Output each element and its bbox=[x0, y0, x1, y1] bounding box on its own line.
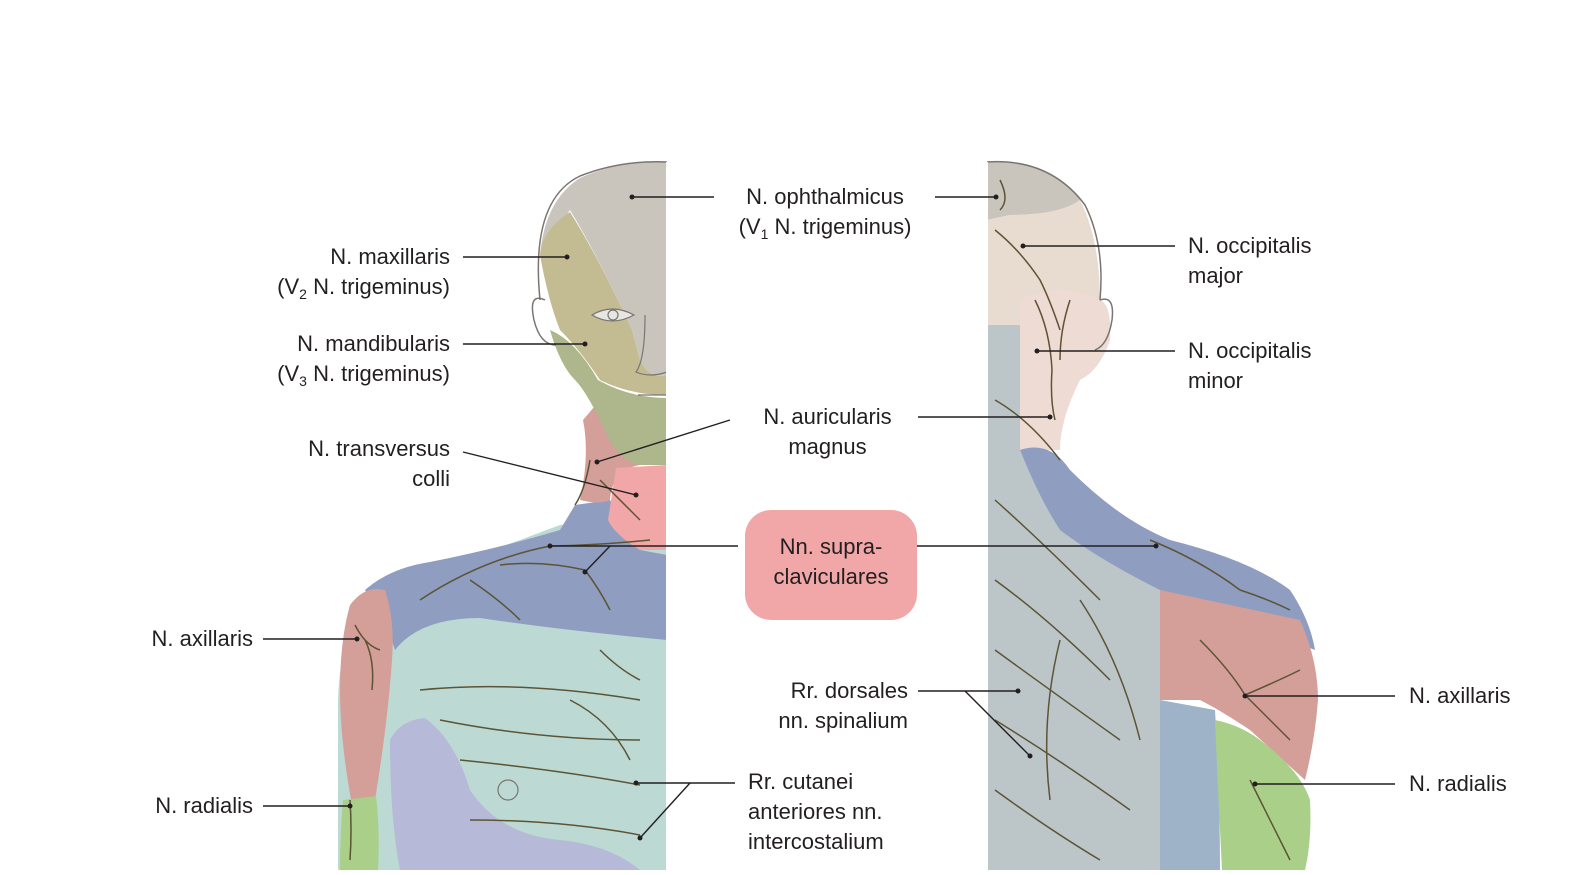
label-supra-line1: Nn. supra- bbox=[779, 534, 883, 559]
leader-cutanei-2 bbox=[639, 782, 691, 839]
label-auricularis-line2: magnus bbox=[788, 434, 867, 459]
label-dorsales: Rr. dorsales nn. spinalium bbox=[708, 676, 908, 736]
front-neck-pink-region bbox=[608, 465, 667, 550]
back-view bbox=[986, 160, 1318, 870]
label-cutanei-line1: Rr. cutanei bbox=[748, 769, 854, 794]
back-supraclavicular-region bbox=[1020, 447, 1315, 650]
front-head-outline bbox=[537, 161, 668, 301]
label-maxillaris-line2: (V2 N. trigeminus) bbox=[200, 272, 450, 309]
back-head-outline bbox=[986, 160, 1102, 301]
label-occ-major-line2: major bbox=[1188, 263, 1244, 288]
label-maxillaris-post: N. trigeminus) bbox=[306, 274, 450, 299]
front-ophthalmicus-region bbox=[540, 161, 667, 376]
label-occ-major-line1: N. occipitalis bbox=[1188, 233, 1312, 258]
label-maxillaris-pre: (V bbox=[277, 274, 300, 299]
front-arm-lilac-region bbox=[390, 718, 640, 870]
leader-dorsales-2 bbox=[964, 690, 1031, 757]
label-mandibularis-line1: N. mandibularis bbox=[297, 331, 450, 356]
label-ophthalmicus-line1: N. ophthalmicus bbox=[746, 184, 904, 209]
label-occ-minor-line2: minor bbox=[1188, 368, 1244, 393]
label-axillaris-left: N. axillaris bbox=[60, 624, 253, 654]
label-ophthalmicus-pre: (V bbox=[738, 214, 761, 239]
front-mandibularis-region bbox=[550, 330, 667, 465]
front-axillaris-region bbox=[340, 589, 393, 805]
label-supra-line2: claviculares bbox=[773, 564, 889, 589]
label-mandibularis-sub: 3 bbox=[299, 373, 307, 389]
label-transversus-colli: N. transversus colli bbox=[200, 434, 450, 494]
label-cutanei-line3: intercostalium bbox=[748, 829, 884, 854]
front-nipple bbox=[497, 779, 519, 801]
front-ear bbox=[531, 297, 557, 346]
label-maxillaris-sub: 2 bbox=[299, 286, 307, 302]
leader-lines bbox=[263, 196, 1395, 839]
front-view bbox=[338, 161, 668, 870]
supraclaviculares-highlight-box bbox=[745, 510, 917, 620]
label-radialis-right-text: N. radialis bbox=[1409, 771, 1507, 796]
label-cutanei: Rr. cutanei anteriores nn. intercostaliu… bbox=[748, 767, 948, 857]
front-nose bbox=[635, 314, 668, 376]
leader-auricularis-front bbox=[596, 419, 731, 463]
label-ophthalmicus-sub: 1 bbox=[760, 226, 769, 242]
label-axillaris-right: N. axillaris bbox=[1409, 681, 1569, 711]
label-occipitalis-minor: N. occipitalis minor bbox=[1188, 336, 1388, 396]
label-mandibularis-post: N. trigeminus) bbox=[306, 361, 450, 386]
front-supraclavicular-region bbox=[365, 500, 667, 650]
back-dorsal-region bbox=[987, 320, 1160, 870]
label-auricularis-line1: N. auricularis bbox=[763, 404, 892, 429]
front-eye bbox=[590, 308, 636, 322]
label-dorsales-line1: Rr. dorsales bbox=[790, 678, 908, 703]
label-ophthalmicus: N. ophthalmicus (V1 N. trigeminus) bbox=[720, 182, 930, 249]
leader-transversus bbox=[462, 451, 637, 496]
label-axillaris-left-text: N. axillaris bbox=[151, 626, 253, 651]
label-radialis-left: N. radialis bbox=[60, 791, 253, 821]
front-nerve-branches bbox=[349, 459, 651, 861]
back-occipitalis-minor-region bbox=[1020, 290, 1111, 450]
label-mandibularis: N. mandibularis (V3 N. trigeminus) bbox=[200, 329, 450, 396]
label-auricularis-magnus: N. auricularis magnus bbox=[740, 402, 915, 462]
label-ophthalmicus-post: N. trigeminus) bbox=[768, 214, 912, 239]
label-mandibularis-pre: (V bbox=[277, 361, 300, 386]
label-radialis-left-text: N. radialis bbox=[155, 793, 253, 818]
label-axillaris-right-text: N. axillaris bbox=[1409, 683, 1511, 708]
back-arm-blue-region bbox=[1160, 700, 1220, 870]
label-maxillaris-line1: N. maxillaris bbox=[330, 244, 450, 269]
back-top-head-region bbox=[987, 161, 1080, 220]
back-nerve-branches bbox=[994, 179, 1301, 861]
leader-supra-front-2 bbox=[584, 545, 611, 573]
front-radialis-region bbox=[340, 796, 379, 870]
back-radialis-region bbox=[1215, 720, 1311, 870]
label-transversus-line1: N. transversus bbox=[308, 436, 450, 461]
label-supraclaviculares: Nn. supra- claviculares bbox=[745, 532, 917, 592]
label-occipitalis-major: N. occipitalis major bbox=[1188, 231, 1388, 291]
label-mandibularis-line2: (V3 N. trigeminus) bbox=[200, 359, 450, 396]
label-occ-minor-line1: N. occipitalis bbox=[1188, 338, 1312, 363]
front-maxillaris-region bbox=[540, 212, 667, 395]
label-ophthalmicus-line2: (V1 N. trigeminus) bbox=[720, 212, 930, 249]
label-radialis-right: N. radialis bbox=[1409, 769, 1569, 799]
label-maxillaris: N. maxillaris (V2 N. trigeminus) bbox=[200, 242, 450, 309]
back-ear bbox=[1094, 298, 1114, 351]
label-cutanei-line2: anteriores nn. bbox=[748, 799, 883, 824]
label-dorsales-line2: nn. spinalium bbox=[778, 708, 908, 733]
label-transversus-line2: colli bbox=[412, 466, 450, 491]
leader-dots bbox=[347, 194, 1258, 841]
